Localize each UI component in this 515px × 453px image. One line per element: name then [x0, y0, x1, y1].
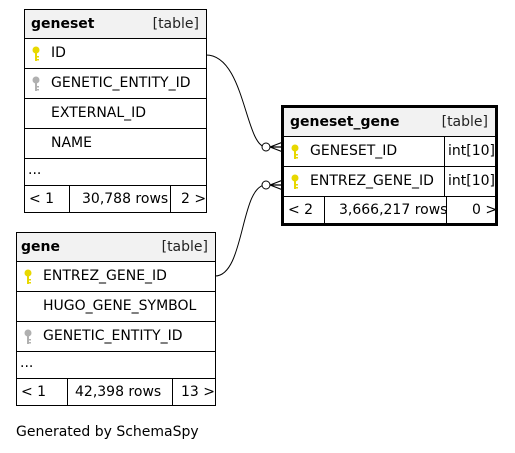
column-row[interactable]: HUGO_GENE_SYMBOL: [17, 292, 215, 322]
footer-parents: < 1: [21, 384, 47, 400]
connector-gene-crowsfoot: [269, 179, 284, 191]
table-footer: < 1 30,788 rows 2 >: [25, 186, 206, 212]
key-icon: [291, 174, 299, 189]
column-type: int[10]: [448, 173, 495, 189]
column-name: EXTERNAL_ID: [51, 105, 147, 121]
column-name: ENTREZ_GENE_ID: [43, 268, 167, 284]
column-divider: [444, 137, 445, 166]
footer-children: 2 >: [181, 191, 207, 207]
table-type: [table]: [441, 114, 488, 130]
footer-parents: < 1: [29, 191, 55, 207]
footer-row-count: 3,666,217 rows: [339, 202, 448, 218]
footer-children: 0 >: [472, 202, 498, 218]
footer-divider: [172, 379, 173, 405]
footer-divider: [324, 197, 325, 223]
table-gene[interactable]: gene [table] ENTREZ_GENE_ID HUGO_GENE_SY…: [16, 232, 216, 406]
ellipsis-row: ...: [17, 352, 215, 379]
column-name: NAME: [51, 135, 92, 151]
table-type: [table]: [161, 239, 208, 255]
column-name: ENTREZ_GENE_ID: [310, 173, 434, 189]
footer-parents: < 2: [288, 202, 314, 218]
generated-by-label: Generated by SchemaSpy: [16, 424, 199, 440]
footer-divider: [69, 186, 70, 212]
key-icon: [32, 76, 40, 91]
table-header: geneset [table]: [25, 10, 206, 39]
footer-row-count: 42,398 rows: [75, 384, 162, 400]
column-name: HUGO_GENE_SYMBOL: [43, 298, 197, 314]
ellipsis-row: ...: [25, 159, 206, 186]
column-row[interactable]: GENETIC_ENTITY_ID: [17, 322, 215, 352]
connector-geneset-crowsfoot: [269, 141, 284, 153]
footer-children: 13 >: [181, 384, 215, 400]
connector-geneset-id: [205, 54, 267, 148]
column-name: GENETIC_ENTITY_ID: [51, 75, 191, 91]
connector-gene-entrez: [214, 184, 267, 277]
footer-divider: [446, 197, 447, 223]
table-header: gene [table]: [17, 233, 215, 262]
key-icon: [24, 329, 32, 344]
table-geneset[interactable]: geneset [table] ID GENETIC_ENTITY_ID EXT…: [24, 9, 207, 213]
table-header: geneset_gene [table]: [284, 108, 495, 137]
column-row[interactable]: EXTERNAL_ID: [25, 99, 206, 129]
table-footer: < 2 3,666,217 rows 0 >: [284, 197, 498, 223]
table-footer: < 1 42,398 rows 13 >: [17, 379, 215, 405]
column-name: GENETIC_ENTITY_ID: [43, 328, 183, 344]
footer-divider: [170, 186, 171, 212]
ellipsis: ...: [20, 355, 34, 371]
table-geneset-gene[interactable]: geneset_gene [table] GENESET_ID int[10] …: [281, 105, 498, 226]
footer-divider: [67, 379, 68, 405]
column-type: int[10]: [448, 143, 495, 159]
column-row[interactable]: GENESET_ID int[10]: [284, 137, 495, 167]
column-name: GENESET_ID: [310, 143, 398, 159]
column-divider: [444, 167, 445, 196]
column-name: ID: [51, 45, 66, 61]
footer-row-count: 30,788 rows: [82, 191, 169, 207]
table-name: gene: [21, 239, 60, 255]
key-icon: [32, 46, 40, 61]
column-row[interactable]: ENTREZ_GENE_ID: [17, 262, 215, 292]
column-row[interactable]: ENTREZ_GENE_ID int[10]: [284, 167, 495, 197]
table-type: [table]: [152, 16, 199, 32]
column-row[interactable]: GENETIC_ENTITY_ID: [25, 69, 206, 99]
key-icon: [291, 144, 299, 159]
connector-geneset-end-circle: [261, 142, 271, 152]
table-name: geneset: [31, 16, 95, 32]
ellipsis: ...: [28, 162, 42, 178]
key-icon: [24, 269, 32, 284]
column-row[interactable]: ID: [25, 39, 206, 69]
column-row[interactable]: NAME: [25, 129, 206, 159]
table-name: geneset_gene: [290, 114, 400, 130]
connector-gene-end-circle: [261, 180, 271, 190]
